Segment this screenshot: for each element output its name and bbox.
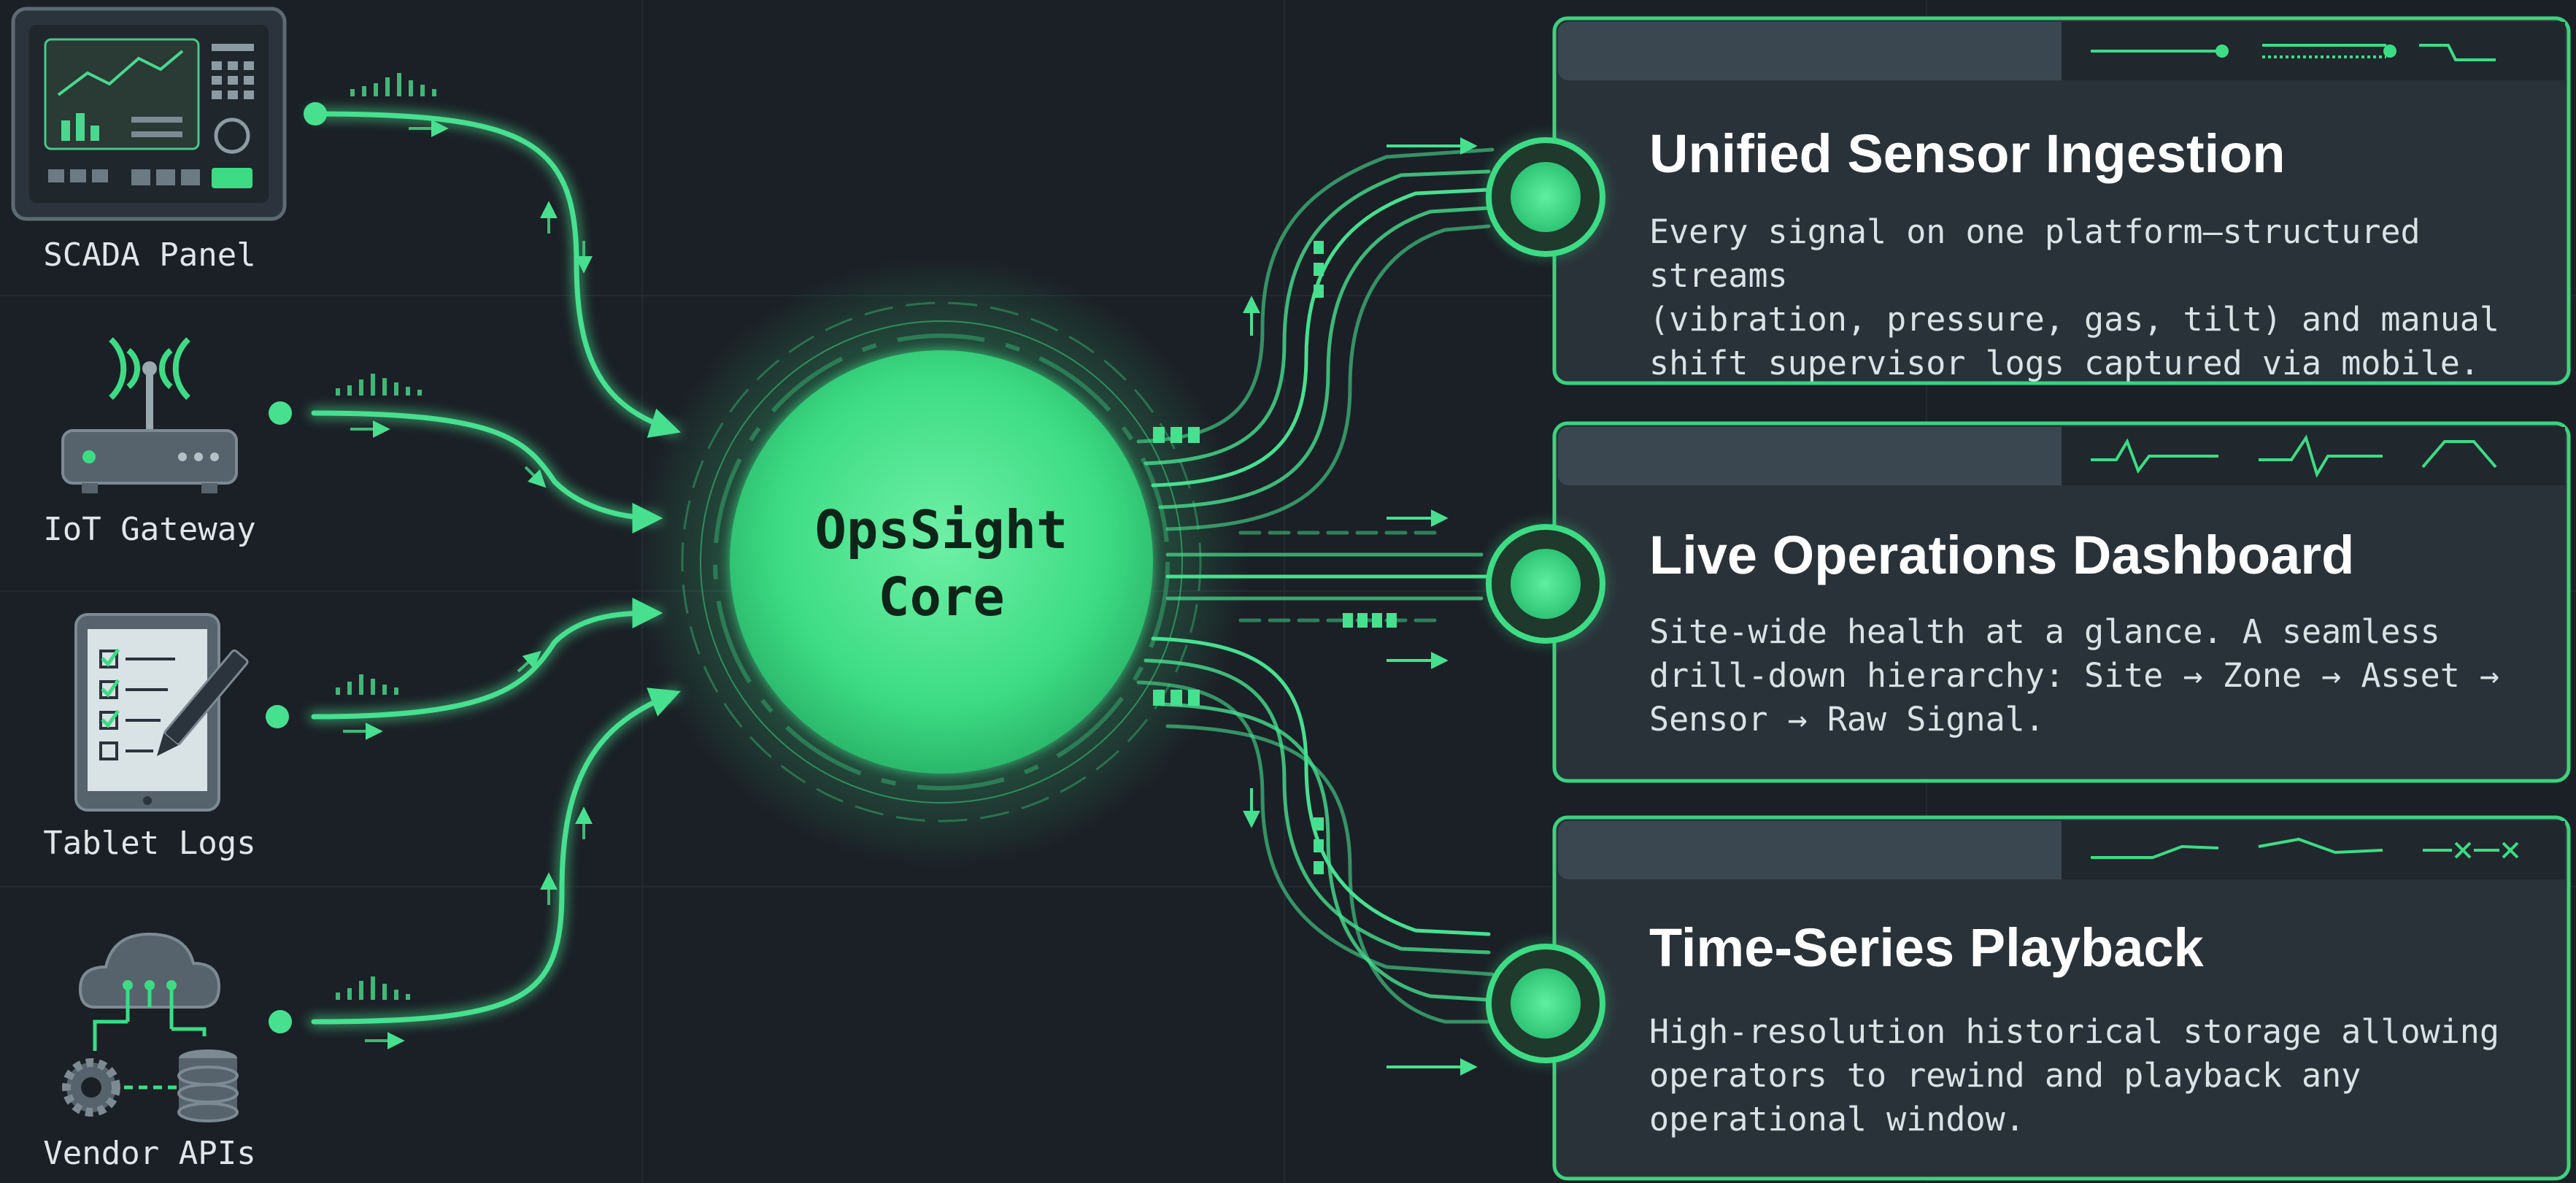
output-buses bbox=[1136, 147, 1498, 1024]
feature-title-ingestion: Unified Sensor Ingestion bbox=[1649, 123, 2286, 184]
source-label-iot: IoT Gateway bbox=[43, 511, 256, 548]
bus-arrows bbox=[1243, 137, 1478, 1076]
source-label-vendor: Vendor APIs bbox=[43, 1135, 256, 1172]
input-curve-vendor bbox=[311, 687, 681, 1025]
output-node-playback bbox=[1483, 941, 1608, 1066]
source-label-scada: SCADA Panel bbox=[43, 236, 256, 274]
input-curve-tablet bbox=[311, 598, 663, 720]
feature-desc-playback: High-resolution historical storage allow… bbox=[1649, 1012, 2499, 1138]
core-label: OpsSight Core bbox=[814, 499, 1068, 628]
iot-gateway-icon bbox=[61, 337, 238, 493]
vendor-apis-icon bbox=[62, 932, 239, 1122]
feature-card-playback bbox=[1552, 815, 2571, 1181]
bus-to-ingestion bbox=[1136, 147, 1495, 531]
input-connectors bbox=[309, 109, 682, 1027]
input-curve-iot bbox=[311, 410, 663, 533]
bus-to-dashboard bbox=[1165, 531, 1498, 623]
tablet-logs-icon bbox=[74, 613, 249, 812]
opssight-core-node bbox=[635, 255, 1248, 868]
source-label-tablet: Tablet Logs bbox=[43, 825, 256, 862]
feature-desc-ingestion: Every signal on one platform—structured … bbox=[1649, 212, 2499, 382]
signal-ticks bbox=[336, 73, 436, 1000]
feature-card-dashboard bbox=[1552, 421, 2571, 783]
feature-title-dashboard: Live Operations Dashboard bbox=[1649, 525, 2355, 585]
feature-card-ingestion bbox=[1552, 16, 2571, 385]
output-node-dashboard bbox=[1483, 521, 1608, 647]
small-arrows bbox=[343, 120, 593, 1049]
input-dots bbox=[266, 102, 327, 1033]
input-curve-scada bbox=[311, 111, 682, 438]
bus-chips bbox=[1153, 241, 1397, 874]
feature-desc-dashboard: Site-wide health at a glance. A seamless… bbox=[1649, 612, 2499, 739]
bus-to-playback bbox=[1136, 636, 1495, 1024]
feature-title-playback: Time-Series Playback bbox=[1649, 917, 2204, 978]
output-node-ingestion bbox=[1483, 134, 1608, 260]
scada-panel-icon bbox=[11, 7, 287, 221]
